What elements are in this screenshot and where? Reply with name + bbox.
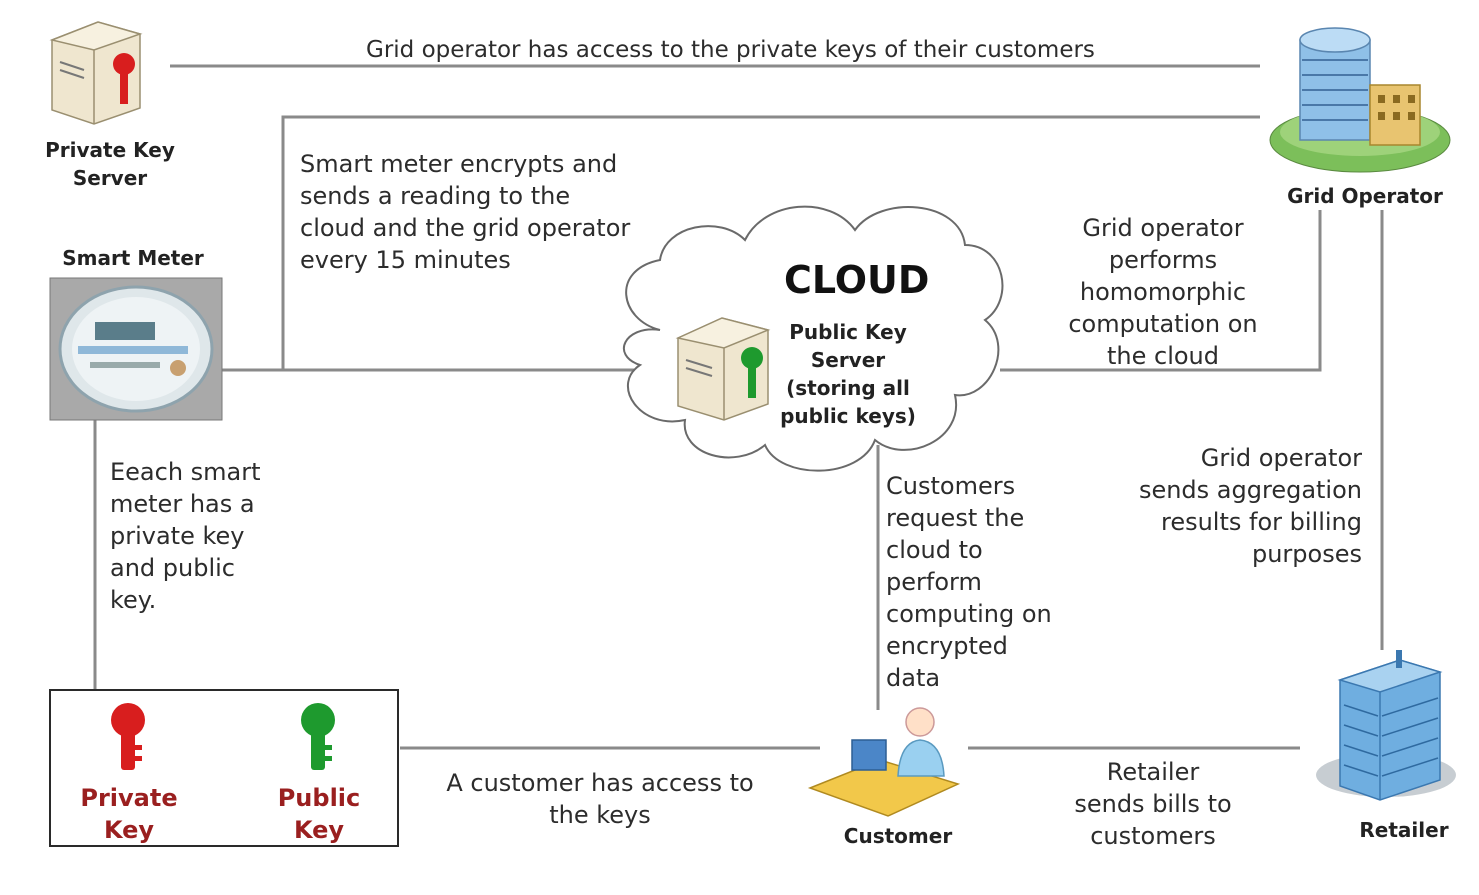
- annotation-meter-encrypts: Smart meter encrypts and sends a reading…: [300, 150, 631, 274]
- grid-operator-label: Grid Operator: [1287, 184, 1443, 208]
- annotation-customer-keys: A customer has access to the keys: [446, 769, 754, 829]
- annotation-retailer-bills: Retailer sends bills to customers: [1074, 758, 1232, 850]
- retailer-building-icon: [1316, 650, 1456, 801]
- annotation-private-key-access: Grid operator has access to the private …: [366, 37, 1095, 63]
- retailer-label: Retailer: [1359, 818, 1449, 842]
- public-key-server-icon: [675, 317, 771, 421]
- line-meter-to-grid-operator: [281, 115, 1260, 370]
- annotation-homomorphic: Grid operator performs homomorphic compu…: [1068, 214, 1258, 370]
- customer-label: Customer: [843, 824, 953, 848]
- private-key-label: Private Key: [80, 784, 178, 844]
- public-key-icon: [301, 703, 335, 770]
- smart-meter-image: [49, 277, 223, 421]
- connector-lines: [93, 64, 1384, 750]
- public-key-server-label: Public Key Server (storing all public ke…: [780, 320, 916, 428]
- annotation-each-meter-keys: Eeach smart meter has a private key and …: [110, 458, 261, 614]
- private-key-server-label: Private Key Server: [45, 138, 175, 190]
- line-cloud-to-grid-operator: [1000, 210, 1322, 372]
- smart-meter-label: Smart Meter: [62, 246, 204, 270]
- grid-operator-building-icon: [1269, 27, 1451, 173]
- customer-icon: [807, 707, 961, 817]
- public-key-label: Public Key: [277, 784, 361, 844]
- cloud-title: CLOUD: [784, 258, 930, 302]
- key-box: [49, 689, 399, 847]
- private-key-server-icon: [49, 21, 143, 125]
- private-key-icon: [111, 703, 145, 770]
- annotation-aggregation: Grid operator sends aggregation results …: [1138, 444, 1362, 568]
- annotation-customers-request: Customers request the cloud to perform c…: [886, 472, 1052, 692]
